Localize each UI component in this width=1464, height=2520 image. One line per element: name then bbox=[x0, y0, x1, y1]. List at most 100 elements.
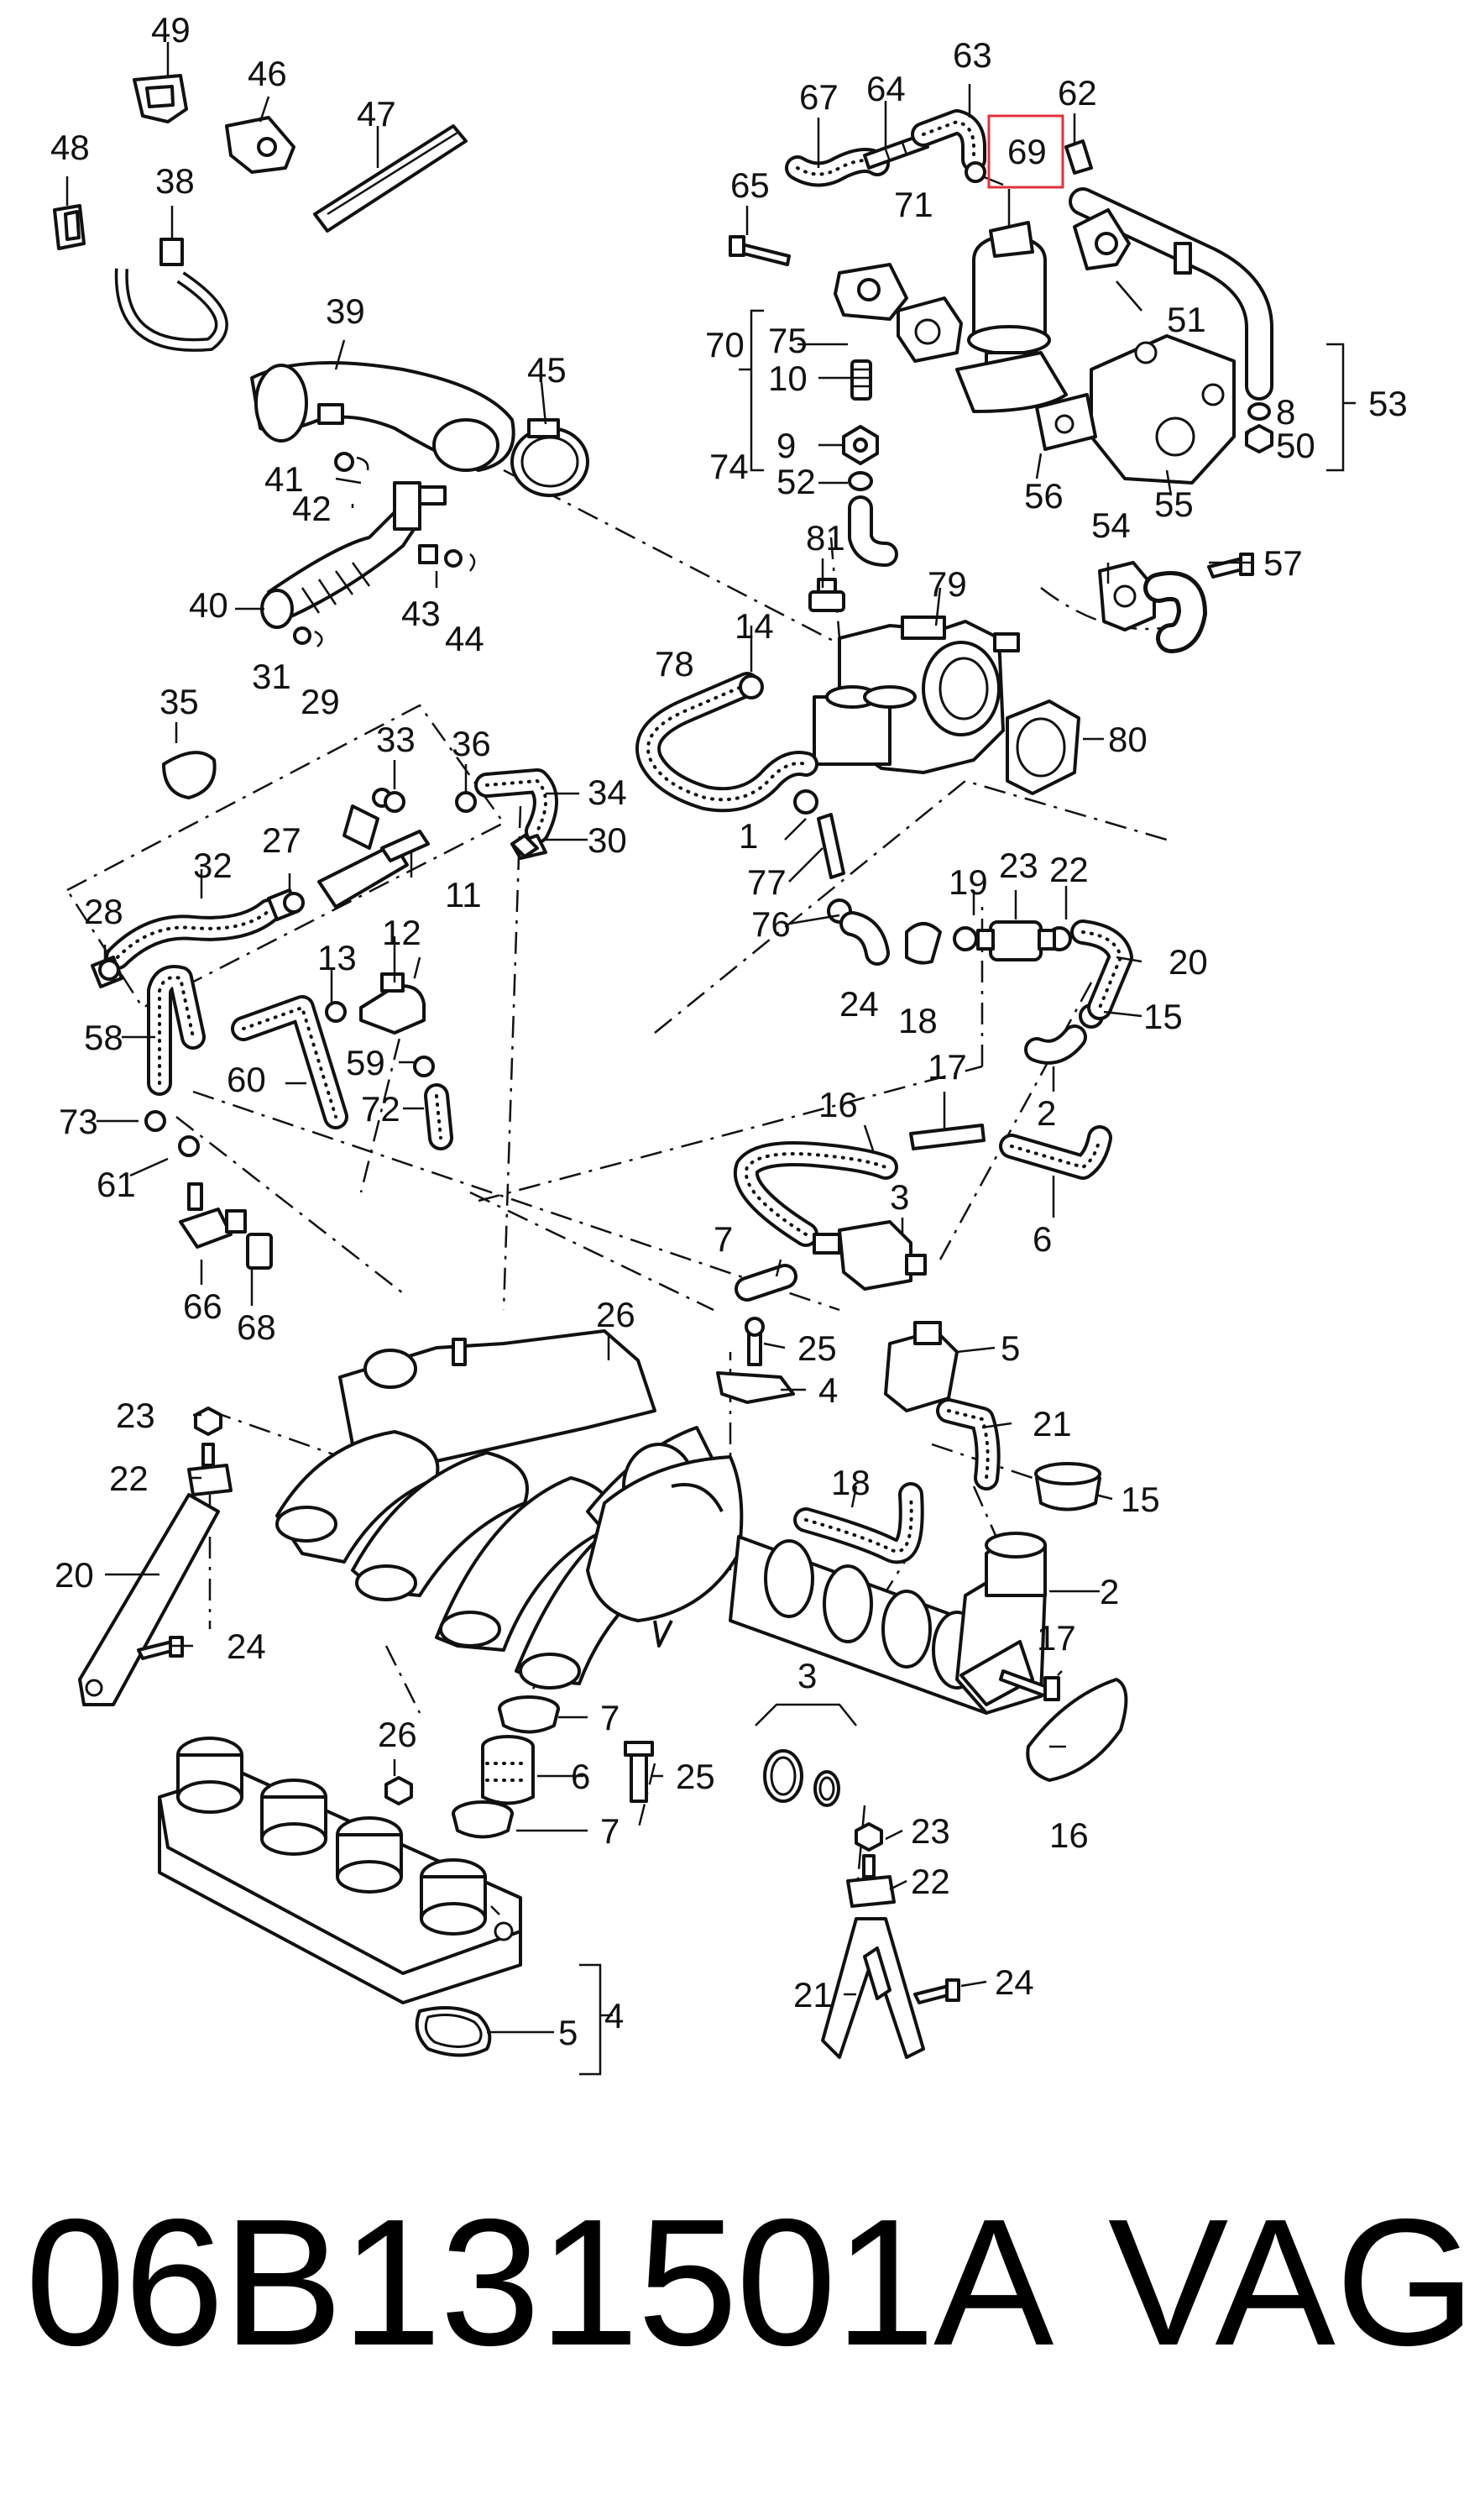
callout: 25 bbox=[797, 1328, 837, 1368]
exploded-parts-diagram: 49 46 47 48 38 39 45 41 42 40 43 44 31 2… bbox=[50, 10, 1408, 2076]
callout: 30 bbox=[588, 820, 627, 860]
callout: 35 bbox=[159, 682, 199, 721]
callout: 80 bbox=[1108, 720, 1148, 759]
hose-18 bbox=[793, 1482, 924, 1564]
callout: 42 bbox=[292, 489, 332, 528]
callout: 53 bbox=[1368, 384, 1408, 423]
callout: 55 bbox=[1154, 485, 1194, 524]
callout: 4 bbox=[818, 1370, 838, 1410]
callout: 23 bbox=[116, 1396, 155, 1435]
callout: 48 bbox=[50, 128, 90, 167]
callout: 23 bbox=[999, 846, 1038, 885]
callout: 61 bbox=[97, 1165, 136, 1204]
callout: 32 bbox=[193, 846, 233, 885]
callout: 73 bbox=[59, 1102, 98, 1141]
callout: 52 bbox=[776, 462, 816, 501]
gasket-74 bbox=[1098, 561, 1156, 631]
sleeve-7-bottom bbox=[452, 1800, 514, 1839]
mount-22-right bbox=[846, 1854, 896, 1908]
pipe-81 bbox=[909, 1124, 986, 1150]
callout: 60 bbox=[227, 1060, 266, 1099]
callout: 24 bbox=[839, 984, 879, 1024]
flange-66 bbox=[834, 263, 908, 321]
callout: 72 bbox=[361, 1089, 400, 1129]
callout: 49 bbox=[151, 10, 191, 50]
t-piece-30 bbox=[317, 788, 430, 909]
o-rings-3 bbox=[763, 1749, 840, 1807]
breather-tube-40 bbox=[260, 481, 447, 629]
callout: 41 bbox=[264, 459, 304, 499]
callout: 27 bbox=[262, 820, 301, 860]
callout: 4 bbox=[604, 1996, 624, 2035]
callout: 2 bbox=[1100, 1572, 1119, 1611]
callout: 74 bbox=[709, 447, 749, 486]
callout: 66 bbox=[183, 1286, 222, 1326]
bolt-73 bbox=[729, 235, 791, 266]
callout: 56 bbox=[1024, 476, 1064, 516]
callout: 50 bbox=[1276, 426, 1315, 465]
flange-75 bbox=[1090, 334, 1236, 485]
cap-13 bbox=[246, 1233, 273, 1270]
callout: 64 bbox=[866, 69, 906, 108]
hose-55 bbox=[839, 911, 890, 966]
cap-15 bbox=[1034, 1462, 1101, 1511]
callout: 16 bbox=[1049, 1815, 1089, 1855]
callout: 23 bbox=[911, 1811, 950, 1851]
highlight-box bbox=[987, 114, 1064, 189]
callout: 36 bbox=[452, 724, 491, 763]
callout: 17 bbox=[928, 1047, 967, 1087]
gasket-68 bbox=[897, 296, 963, 363]
callout: 51 bbox=[1167, 300, 1206, 339]
callout: 38 bbox=[155, 161, 195, 201]
bolt-72-top bbox=[1064, 139, 1093, 175]
hose-57 bbox=[1024, 1024, 1087, 1065]
bolt-77 bbox=[745, 1317, 765, 1366]
callout: 47 bbox=[357, 94, 396, 134]
hose-78 bbox=[735, 1264, 797, 1302]
o-rings-41-43 bbox=[293, 452, 476, 647]
nut-26 bbox=[384, 1776, 413, 1805]
hose-80 bbox=[999, 1125, 1112, 1180]
callout: 44 bbox=[445, 619, 484, 658]
pipe-32 bbox=[231, 995, 348, 1129]
callout: 6 bbox=[571, 1757, 590, 1796]
callout: 28 bbox=[84, 892, 123, 931]
callout: 78 bbox=[655, 644, 694, 684]
callout: 6 bbox=[1033, 1219, 1052, 1259]
callout: 79 bbox=[928, 564, 967, 604]
hose-clamp-45 bbox=[510, 418, 589, 497]
stud-67 bbox=[850, 359, 872, 401]
hose-19 bbox=[936, 1398, 1001, 1491]
callout: 24 bbox=[227, 1627, 266, 1666]
callout: 17 bbox=[1037, 1618, 1076, 1658]
callout: 63 bbox=[953, 35, 992, 75]
intake-pipe-39 bbox=[250, 361, 515, 472]
elbow-pipe-74 bbox=[1143, 571, 1208, 653]
support-21 bbox=[821, 1917, 925, 2059]
callout: 68 bbox=[237, 1307, 276, 1347]
callout: 18 bbox=[831, 1463, 871, 1502]
leader-lines bbox=[65, 42, 1252, 2034]
callout: 5 bbox=[558, 2013, 578, 2052]
callout: 24 bbox=[995, 1962, 1034, 2002]
valve-14-lower bbox=[884, 1321, 959, 1412]
cable-tie-38 bbox=[114, 238, 228, 352]
gasket-8 bbox=[1006, 699, 1080, 795]
bolt-17 bbox=[999, 1669, 1060, 1701]
callout: 39 bbox=[326, 291, 365, 331]
callout: 21 bbox=[1033, 1404, 1072, 1443]
callout: 58 bbox=[84, 1018, 123, 1057]
bolt-10 bbox=[808, 578, 845, 612]
valve-53 bbox=[976, 920, 1056, 961]
valve-14-upper bbox=[813, 1220, 927, 1291]
callout: 65 bbox=[730, 165, 770, 205]
bolt-25 bbox=[624, 1741, 654, 1803]
callout: 11 bbox=[445, 875, 482, 914]
bracket-76 bbox=[716, 1371, 795, 1404]
callout: 26 bbox=[596, 1295, 635, 1334]
callout: 12 bbox=[382, 913, 421, 952]
connector-50 bbox=[817, 813, 845, 879]
callout: 34 bbox=[588, 773, 627, 812]
callout: 22 bbox=[1049, 850, 1089, 889]
bracket-20 bbox=[78, 1493, 220, 1706]
